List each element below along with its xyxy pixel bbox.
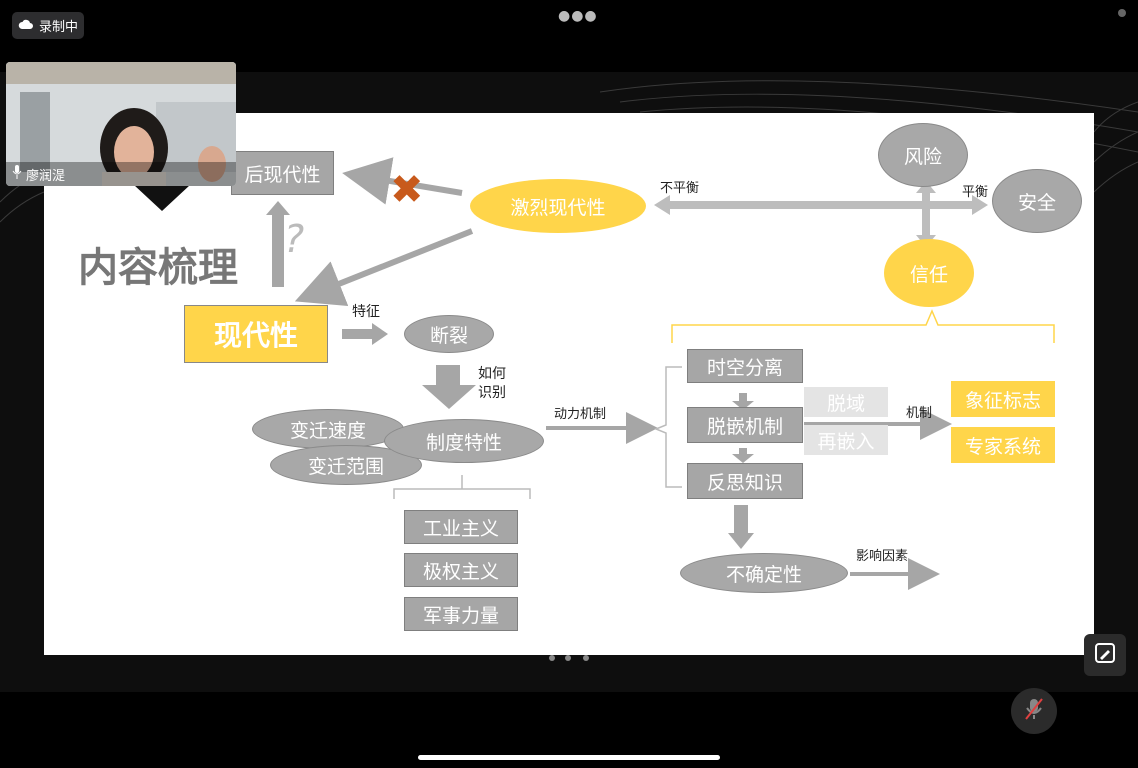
node-security: 安全: [992, 169, 1082, 233]
label-feature: 特征: [352, 304, 380, 320]
video-frame: [6, 62, 236, 186]
node-reembed: 再嵌入: [804, 425, 888, 455]
node-time-space: 时空分离: [687, 349, 803, 383]
diagram-connectors: [266, 157, 1055, 590]
cloud-icon: [18, 18, 34, 34]
recording-label: 录制中: [39, 20, 79, 35]
node-trust: 信任: [884, 239, 974, 307]
node-disembedding: 脱嵌机制: [687, 407, 803, 443]
annotate-button[interactable]: [1084, 634, 1126, 676]
node-symbolic-tokens: 象征标志: [951, 381, 1055, 417]
node-institutional-traits: 制度特性: [384, 419, 544, 463]
slide: 内容梳理: [44, 113, 1094, 655]
cross-icon: ✖: [390, 167, 424, 213]
node-rupture: 断裂: [404, 315, 494, 353]
label-dynamics: 动力机制: [554, 407, 607, 422]
triangle-marker: [134, 185, 190, 211]
participant-name: 廖润湜: [26, 168, 66, 184]
node-modernity: 现代性: [184, 305, 328, 363]
node-expert-systems: 专家系统: [951, 427, 1055, 463]
node-military-power: 军事力量: [404, 597, 518, 631]
node-reflexive: 反思知识: [687, 463, 803, 499]
question-mark: ?: [284, 217, 305, 261]
pencil-icon: [1094, 642, 1116, 669]
label-mechanism: 机制: [906, 406, 933, 421]
participant-name-bar: 廖润湜: [6, 162, 236, 186]
node-totalitarianism: 极权主义: [404, 553, 518, 587]
node-industrialism: 工业主义: [404, 510, 518, 544]
label-imbalance: 不平衡: [660, 181, 700, 196]
status-dot: [1118, 9, 1126, 17]
node-risk: 风险: [878, 123, 968, 187]
recording-badge[interactable]: 录制中: [12, 12, 84, 39]
node-uncertainty: 不确定性: [680, 553, 848, 593]
node-disembed-domain: 脱域: [804, 387, 888, 417]
participant-video[interactable]: 廖润湜: [6, 62, 236, 186]
slide-title: 内容梳理: [78, 245, 238, 291]
label-how-identify: 如何识别: [478, 366, 506, 401]
home-indicator[interactable]: [418, 755, 720, 760]
label-balance: 平衡: [962, 185, 989, 200]
node-postmodernity: 后现代性: [231, 151, 334, 195]
mute-button[interactable]: [1011, 688, 1057, 734]
page-indicator: [548, 648, 592, 667]
node-change-speed: 变迁速度: [252, 409, 404, 449]
mic-icon: [12, 165, 22, 183]
more-options-icon[interactable]: ●●●: [558, 8, 598, 24]
label-influence: 影响因素: [856, 549, 909, 564]
node-radical-modernity: 激烈现代性: [470, 179, 646, 233]
mic-off-icon: [1024, 697, 1044, 725]
